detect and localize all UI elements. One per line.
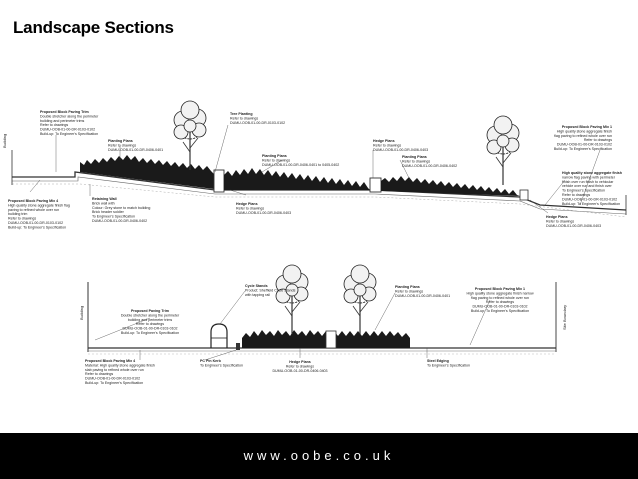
footer-bar: www.oobe.co.uk (0, 433, 638, 479)
section2-planter (325, 330, 337, 349)
section1-planting-mid (224, 168, 370, 190)
page-title: Landscape Sections (13, 18, 174, 37)
section1-subgrade-line (12, 176, 627, 215)
footer-url[interactable]: www.oobe.co.uk (243, 448, 395, 463)
section2-tree-2 (343, 264, 377, 335)
section2-cycle-stand (210, 323, 228, 348)
section1-planting-left (80, 155, 214, 189)
section-2: Building Site Boundary Proposed Paving T… (79, 264, 567, 385)
section1-planter-1 (213, 169, 225, 193)
section2-building-label: Building (79, 306, 84, 320)
section1-tree-1 (173, 100, 207, 171)
section2-site-boundary-label: Site Boundary (562, 305, 567, 330)
section2-tree-1 (275, 264, 309, 335)
section1-tree-2 (486, 115, 520, 186)
section1-building-label: Building (2, 134, 7, 148)
section1-planting-right (381, 176, 520, 196)
section1-retaining-wall-right (519, 189, 529, 201)
section2-kerb (236, 343, 240, 350)
section1-planter-2 (369, 177, 382, 193)
